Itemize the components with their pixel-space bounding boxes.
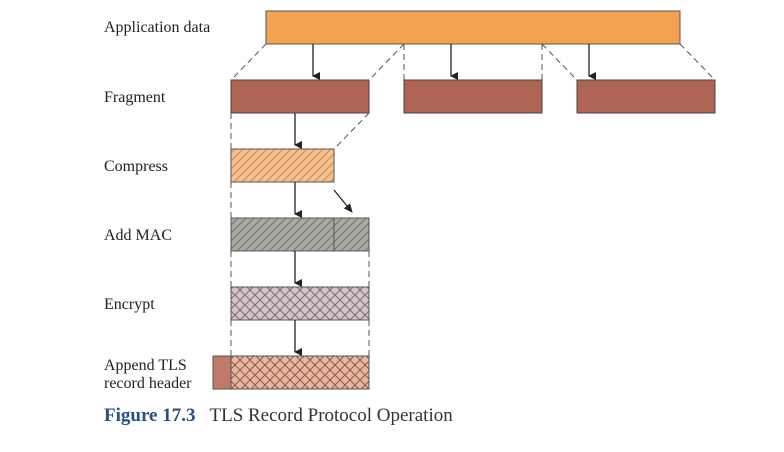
- mac-block: [333, 217, 370, 252]
- label-add-mac: Add MAC: [104, 227, 173, 244]
- label-append-header-line2: record header: [104, 375, 192, 392]
- label-compress: Compress: [104, 158, 168, 175]
- fragment-block-1: [230, 79, 370, 114]
- figure-title: TLS Record Protocol Operation: [209, 405, 453, 426]
- label-encrypt: Encrypt: [104, 296, 155, 313]
- label-application-data: Application data: [104, 19, 211, 36]
- mac-data-block: [230, 217, 335, 252]
- fragment-block-2: [403, 79, 543, 114]
- arrow-mac-computation: [333, 189, 353, 213]
- fragment-block-3: [576, 79, 716, 114]
- encrypt-guides: [230, 251, 370, 287]
- tls-header-block: [212, 355, 232, 390]
- append-header-guides: [230, 320, 370, 356]
- application-data-block: [265, 10, 681, 45]
- tls-record-block: [230, 355, 370, 390]
- label-fragment: Fragment: [104, 89, 166, 106]
- figure-number: Figure 17.3: [104, 405, 196, 426]
- encrypted-block: [230, 286, 370, 321]
- fragment-split-guides: [230, 43, 716, 81]
- label-append-header-line1: Append TLS: [104, 357, 187, 374]
- figure-caption: Figure 17.3 TLS Record Protocol Operation: [104, 405, 453, 427]
- compressed-block: [230, 148, 335, 183]
- compress-guides: [230, 112, 370, 150]
